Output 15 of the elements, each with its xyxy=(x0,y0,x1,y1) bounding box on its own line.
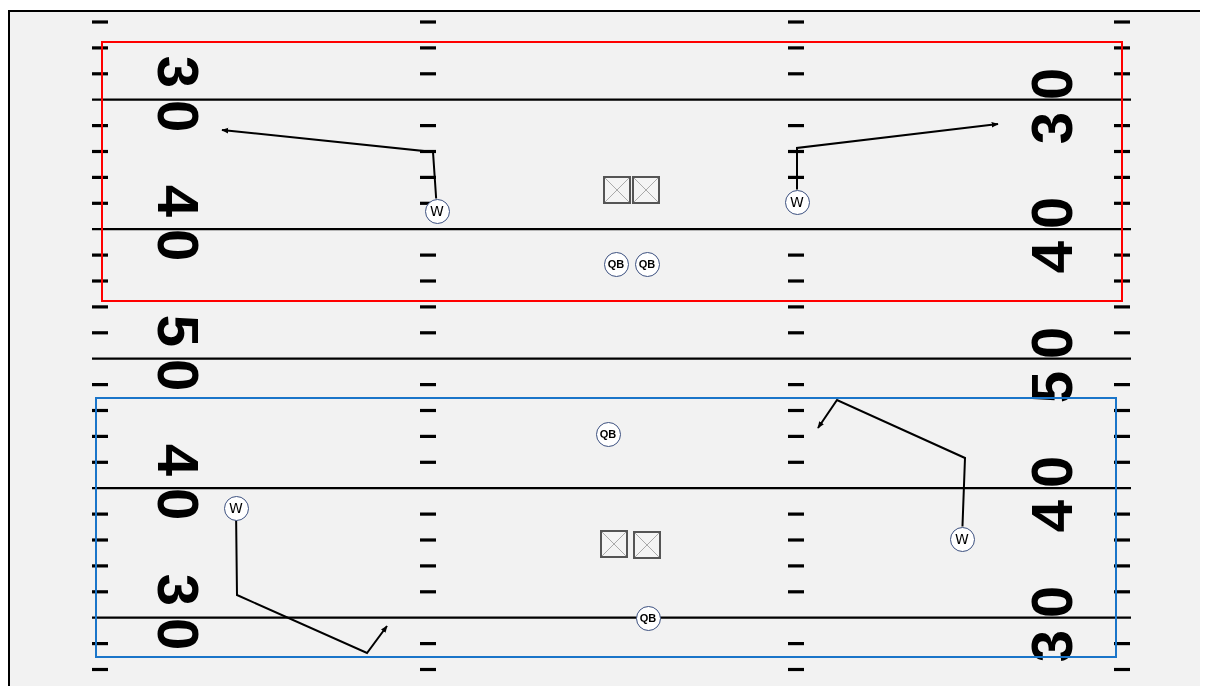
yard-number: 30 xyxy=(148,573,207,662)
yard-number: 40 xyxy=(148,184,207,274)
yard-number: 40 xyxy=(148,443,207,533)
yard-number: 30 xyxy=(1022,573,1081,662)
route-arrow xyxy=(817,398,967,528)
yard-number: 50 xyxy=(1022,314,1081,403)
yard-number: 50 xyxy=(148,314,207,403)
yard-number: 30 xyxy=(1022,55,1081,144)
route-arrow xyxy=(796,121,999,191)
route-arrow xyxy=(235,519,388,655)
yard-number: 30 xyxy=(148,55,207,144)
yard-number: 40 xyxy=(1022,184,1081,274)
zone-rectangle xyxy=(101,41,1123,302)
route-arrow xyxy=(221,127,438,200)
yard-number: 40 xyxy=(1022,443,1081,533)
